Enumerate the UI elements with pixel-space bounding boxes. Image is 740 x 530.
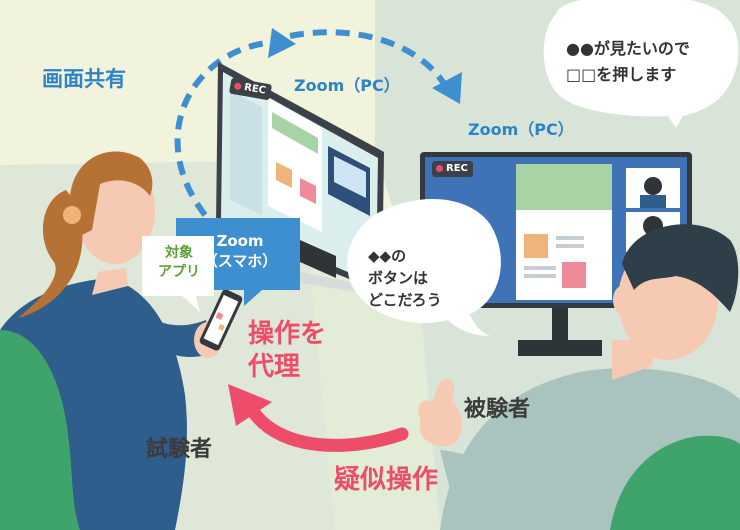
- thought-cloud: [543, 0, 739, 128]
- zoom-pc-label-subject: Zoom（PC）: [468, 120, 574, 139]
- subject-chair: [610, 435, 740, 530]
- subject-label: 被験者: [464, 397, 531, 422]
- proxy-operation-line-1: 操作を: [248, 319, 327, 349]
- speech-line-1: ◆◆の: [368, 247, 407, 265]
- zoom-smartphone-line-1: Zoom: [216, 232, 264, 250]
- screen-share-label: 画面共有: [42, 67, 126, 91]
- thought-line-2: □□を押します: [566, 64, 677, 84]
- smartphone: [199, 289, 243, 351]
- speech-line-2: ボタンは: [368, 268, 429, 287]
- share-arrow-left: [174, 38, 286, 217]
- tester-chair: [0, 330, 80, 530]
- subject-thought-text: ●●が見たいので □□を押します: [566, 36, 690, 87]
- speech-line-3: どこだろう: [368, 290, 442, 309]
- proxy-operation-line-2: 代理: [248, 351, 301, 382]
- target-app-label: 対象 アプリ: [146, 244, 212, 282]
- target-app-callout: [142, 236, 214, 312]
- proxy-operation-label: 操作を 代理: [248, 318, 326, 383]
- pseudo-operation-arrow: [245, 403, 409, 452]
- zoom-smartphone-label: Zoom （スマホ）: [180, 232, 300, 271]
- pseudo-operation-label: 疑似操作: [334, 465, 439, 495]
- zoom-smartphone-line-2: （スマホ）: [202, 251, 278, 270]
- share-arrowhead-down: [268, 28, 296, 58]
- rec-badge-subject: REC: [432, 161, 473, 177]
- tester-label: 試験者: [146, 437, 213, 462]
- subject-speech-bubble: [347, 199, 501, 336]
- target-app-line-1: 対象: [165, 245, 193, 261]
- pseudo-operation-arrowhead: [228, 384, 272, 426]
- subject-speech-text: ◆◆の ボタンは どこだろう: [368, 246, 442, 311]
- thought-line-1: ●●が見たいので: [566, 39, 690, 58]
- target-app-line-2: アプリ: [158, 263, 200, 280]
- zoom-pc-label-tester: Zoom（PC）: [294, 76, 400, 95]
- share-arrowhead-right: [432, 72, 462, 104]
